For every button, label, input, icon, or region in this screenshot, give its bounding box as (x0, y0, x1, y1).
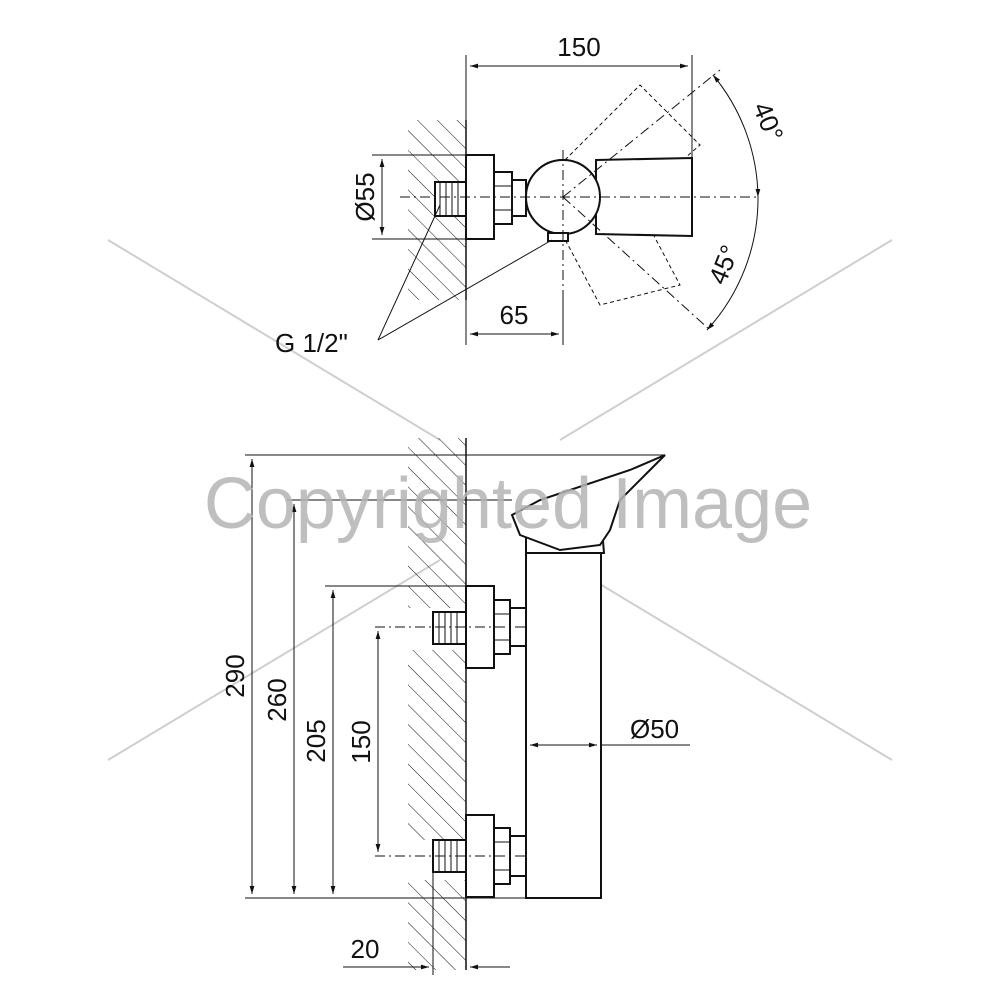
dim-offset-65: 65 (500, 300, 529, 330)
upper-fitting (375, 585, 550, 669)
lower-fitting (375, 814, 550, 898)
handle-ghost-down (559, 199, 681, 306)
thread-fitting-top (434, 181, 467, 217)
wall-hatch-middle (408, 650, 466, 840)
side-view: 290 260 205 150 Ø50 20 (220, 438, 690, 975)
dim-diameter-55: Ø55 (350, 172, 380, 221)
dim-wall-offset-20: 20 (351, 934, 380, 964)
wall-hatch-upper (408, 438, 466, 608)
dim-body-diameter-50: Ø50 (630, 714, 679, 744)
dim-spacing-150: 150 (346, 720, 376, 763)
top-view: 150 65 Ø55 40° 45° G 1/2" (275, 32, 790, 358)
watermark-text: Copyrighted Image (204, 464, 812, 544)
mixer-body-side (525, 552, 602, 899)
lever-handle-side (510, 454, 666, 552)
dim-width-150: 150 (557, 32, 600, 62)
angle-45: 45° (702, 241, 745, 289)
dim-height-260: 260 (262, 678, 292, 721)
angle-40: 40° (747, 98, 790, 146)
dim-height-290: 290 (220, 654, 250, 697)
wall-hatch-lower (408, 880, 466, 970)
watermark-lines (107, 239, 893, 761)
dim-height-205: 205 (301, 719, 331, 762)
thread-label: G 1/2" (275, 328, 348, 358)
